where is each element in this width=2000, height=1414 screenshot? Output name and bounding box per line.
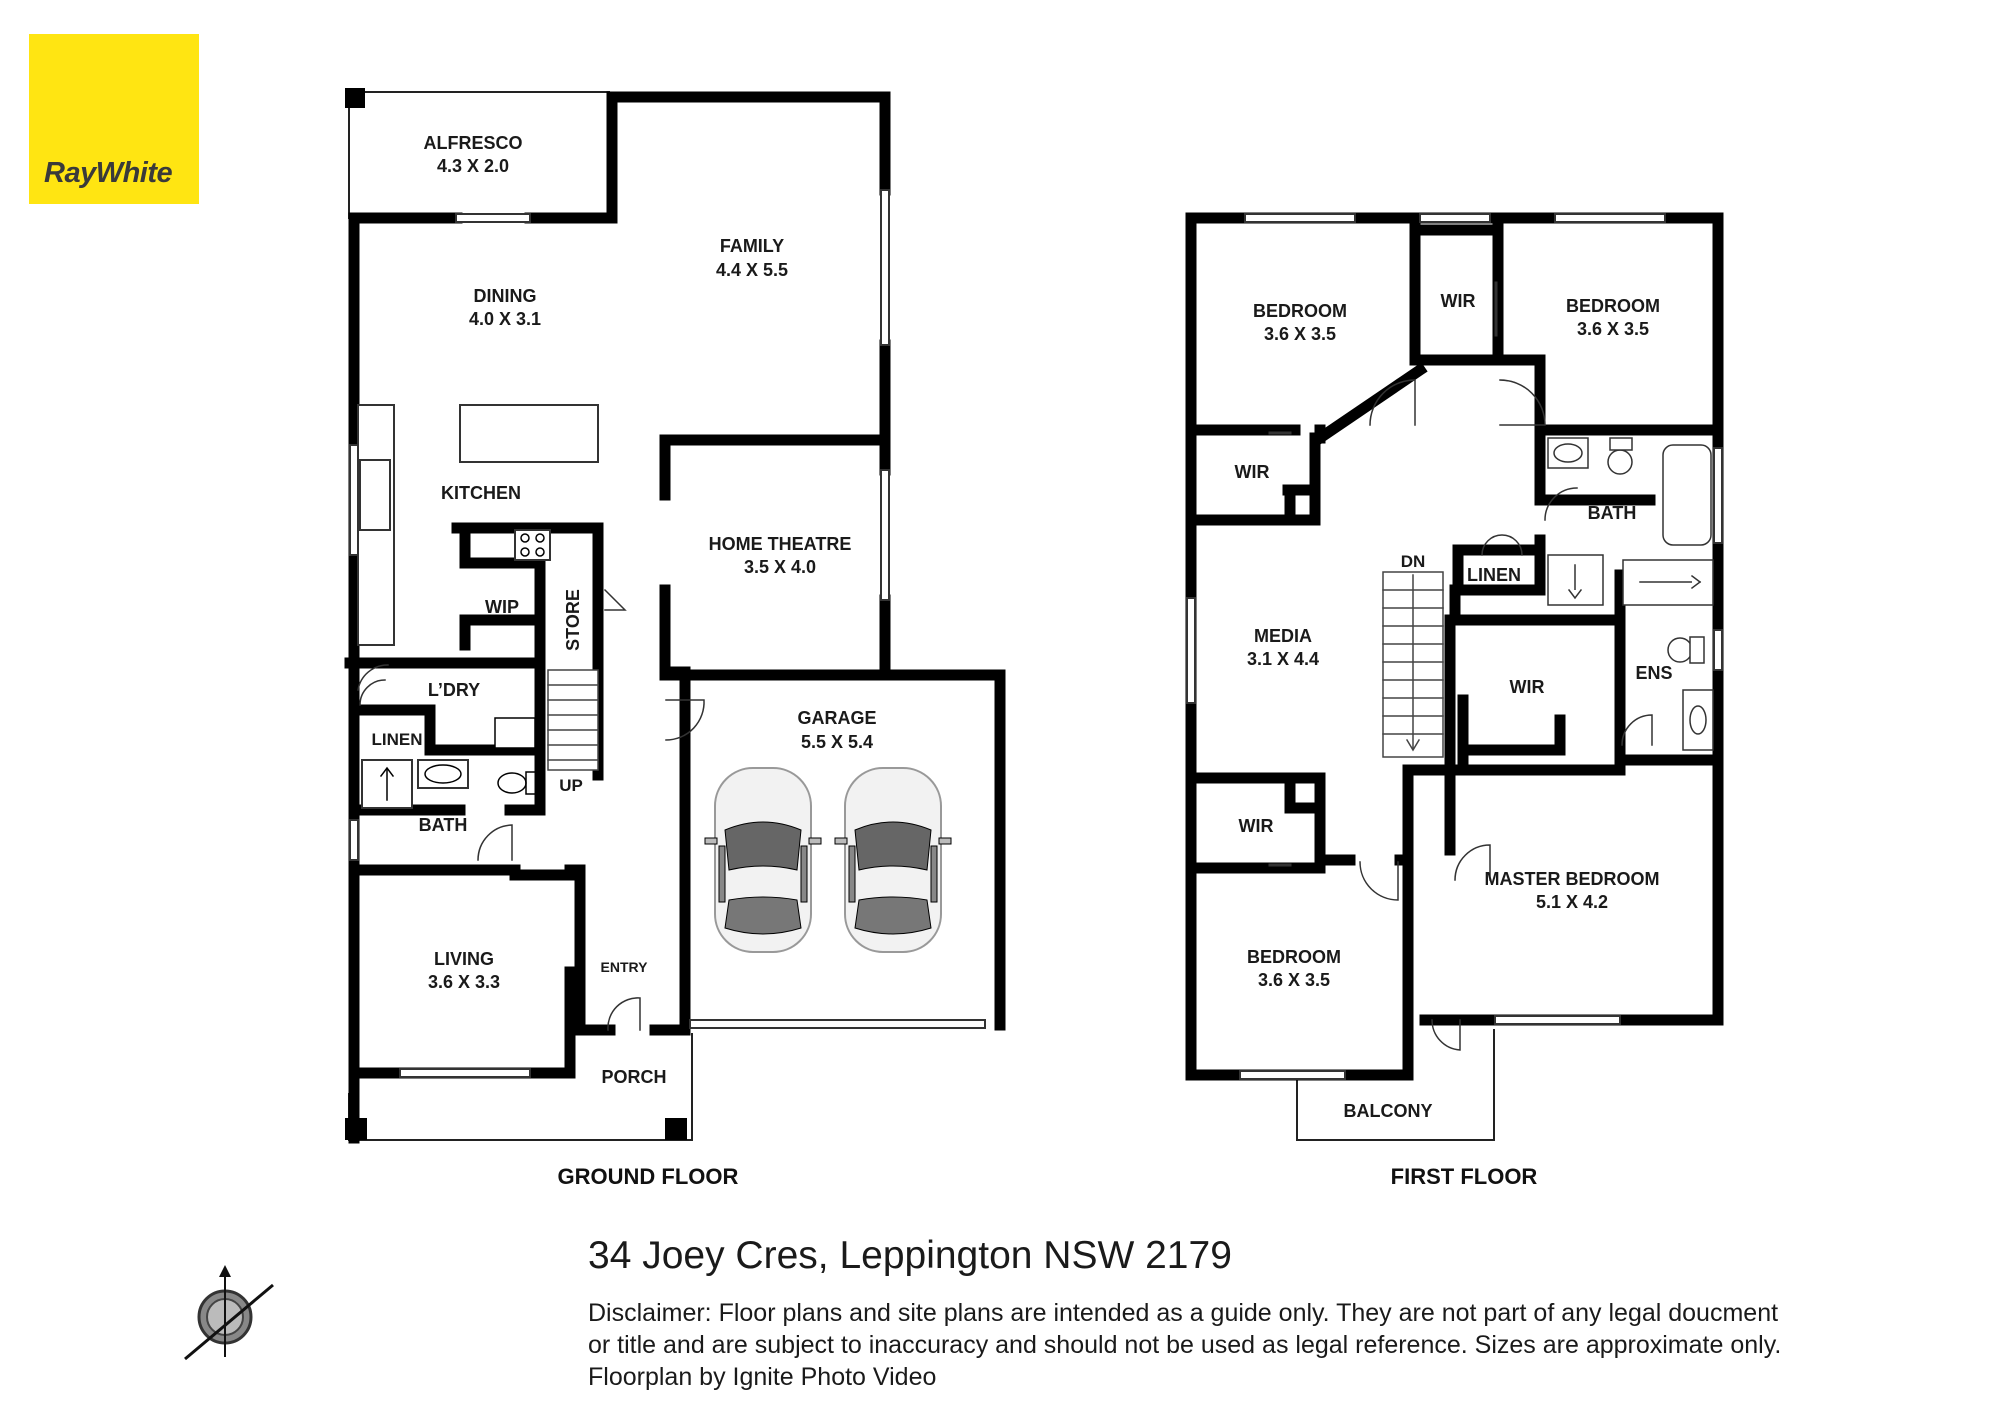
room-ens: ENS — [1635, 663, 1672, 683]
room-kitchen: KITCHEN — [441, 483, 521, 503]
room-laundry: L’DRY — [428, 680, 480, 700]
room-family: FAMILY — [720, 236, 784, 256]
first-floor-title: FIRST FLOOR — [1391, 1164, 1538, 1189]
room-wir-top: WIR — [1441, 291, 1476, 311]
room-garage: GARAGE — [797, 708, 876, 728]
disclaimer-line-2: or title and are subject to inaccuracy a… — [588, 1331, 1782, 1359]
room-bath-first: BATH — [1588, 503, 1637, 523]
room-wip: WIP — [485, 597, 519, 617]
car-icon — [704, 767, 952, 953]
room-bedroom-1-size: 3.6 X 3.5 — [1264, 324, 1336, 344]
room-family-size: 4.4 X 5.5 — [716, 260, 788, 280]
room-bedroom-2-size: 3.6 X 3.5 — [1577, 319, 1649, 339]
room-bedroom-1: BEDROOM — [1253, 301, 1347, 321]
room-dining-size: 4.0 X 3.1 — [469, 309, 541, 329]
room-bedroom-2: BEDROOM — [1566, 296, 1660, 316]
room-home-theatre: HOME THEATRE — [709, 534, 852, 554]
first-floor-labels: BEDROOM 3.6 X 3.5 WIR BEDROOM 3.6 X 3.5 … — [1235, 291, 1673, 1189]
sink-icon — [359, 459, 391, 531]
room-master-bedroom: MASTER BEDROOM — [1485, 869, 1660, 889]
room-balcony: BALCONY — [1344, 1101, 1433, 1121]
room-alfresco: ALFRESCO — [424, 133, 523, 153]
ground-floor-title: GROUND FLOOR — [558, 1164, 739, 1189]
room-home-theatre-size: 3.5 X 4.0 — [744, 557, 816, 577]
compass-icon — [184, 1265, 274, 1361]
room-linen-first: LINEN — [1467, 565, 1521, 585]
room-linen: LINEN — [372, 730, 423, 749]
room-store: STORE — [563, 589, 583, 651]
room-media: MEDIA — [1254, 626, 1312, 646]
disclaimer-line-1: Disclaimer: Floor plans and site plans a… — [588, 1299, 1779, 1327]
disclaimer-line-3: Floorplan by Ignite Photo Video — [588, 1363, 937, 1391]
stairs-down: DN — [1401, 552, 1426, 571]
room-dining: DINING — [474, 286, 537, 306]
room-bedroom-3-size: 3.6 X 3.5 — [1258, 970, 1330, 990]
room-wir-left-upper: WIR — [1235, 462, 1270, 482]
logo-text: RayWhite — [44, 157, 173, 189]
ground-floor-plan — [344, 88, 1006, 1144]
raywhite-logo: RayWhite — [29, 34, 199, 204]
room-garage-size: 5.5 X 5.4 — [801, 732, 873, 752]
room-porch: PORCH — [601, 1067, 666, 1087]
room-bedroom-3: BEDROOM — [1247, 947, 1341, 967]
room-entry: ENTRY — [601, 959, 649, 975]
ground-floor-labels: ALFRESCO 4.3 X 2.0 DINING 4.0 X 3.1 FAMI… — [372, 133, 877, 1189]
room-living: LIVING — [434, 949, 494, 969]
room-wir-left-lower: WIR — [1239, 816, 1274, 836]
disclaimer: Disclaimer: Floor plans and site plans a… — [588, 1297, 1988, 1393]
first-floor-plan — [1185, 212, 1724, 1141]
stairs-up: UP — [559, 776, 583, 795]
room-wir-master: WIR — [1510, 677, 1545, 697]
room-living-size: 3.6 X 3.3 — [428, 972, 500, 992]
room-bath: BATH — [419, 815, 468, 835]
room-alfresco-size: 4.3 X 2.0 — [437, 156, 509, 176]
property-address: 34 Joey Cres, Leppington NSW 2179 — [588, 1234, 1232, 1277]
room-media-size: 3.1 X 4.4 — [1247, 649, 1319, 669]
room-master-bedroom-size: 5.1 X 4.2 — [1536, 892, 1608, 912]
